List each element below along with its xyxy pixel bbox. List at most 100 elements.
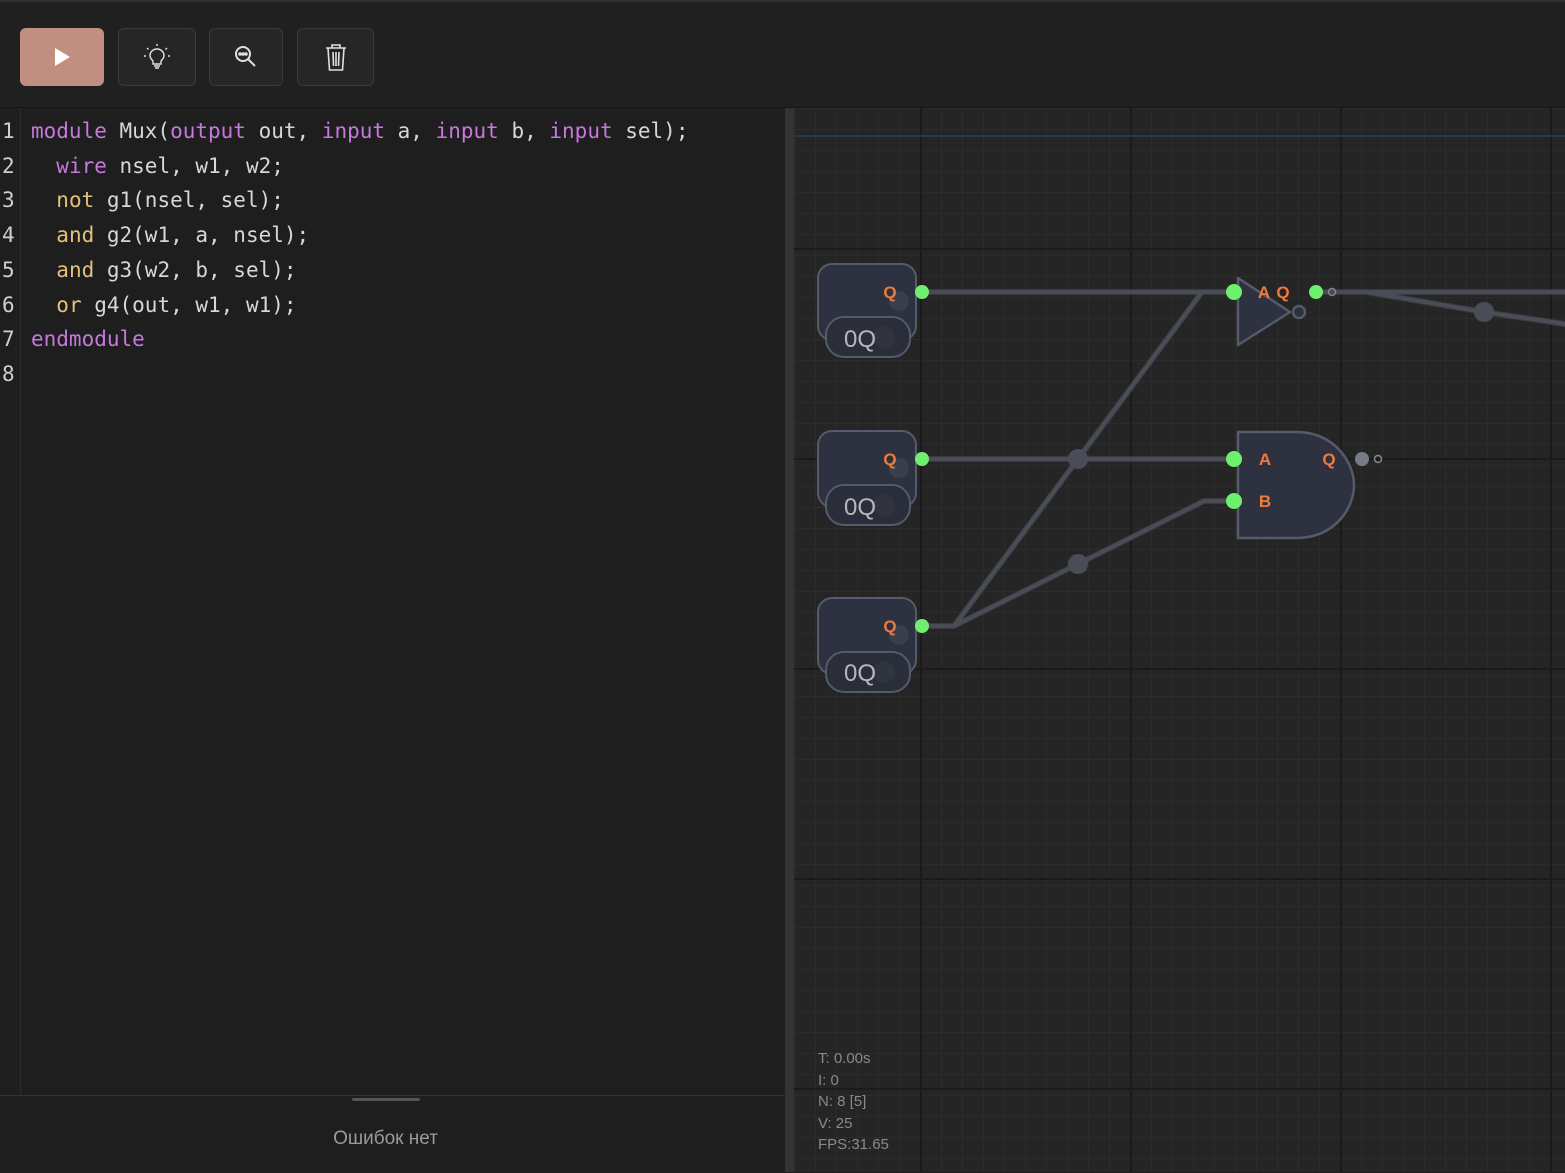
lightbulb-icon — [144, 44, 170, 69]
panel-splitter[interactable] — [785, 108, 794, 1172]
code-token: g1(nsel, sel); — [94, 188, 284, 213]
code-token — [31, 293, 56, 317]
keyword-token: module — [31, 119, 107, 143]
toggle-switch[interactable] — [825, 484, 911, 526]
run-button[interactable] — [20, 28, 104, 86]
input-pin[interactable] — [1226, 451, 1242, 467]
and-input-b-label: B — [1259, 492, 1271, 511]
line-number: 8 — [2, 361, 15, 386]
toggle-switch[interactable] — [825, 316, 911, 358]
pin-label: Q — [883, 450, 896, 469]
output-pin[interactable] — [915, 452, 929, 466]
code-token — [31, 188, 56, 212]
code-token: out, — [245, 119, 322, 143]
toggle-label: 0Q — [844, 494, 876, 521]
gate-token: not — [56, 188, 95, 213]
toolbar — [0, 0, 1565, 108]
wire-not-out-2[interactable] — [1313, 289, 1565, 327]
stat-nodes: N: 8 [5] — [818, 1093, 867, 1110]
code-token: a, — [385, 119, 436, 143]
and-output-label: Q — [1322, 450, 1335, 469]
code-token: g4(out, w1, w1); — [81, 292, 297, 317]
code-editor[interactable]: 1 module Mux(output out, input a, input b… — [0, 108, 785, 1095]
input-pin[interactable] — [1226, 493, 1242, 509]
code-text: endmodule — [31, 322, 145, 356]
output-pin[interactable] — [1309, 285, 1323, 299]
wire-junction — [1474, 302, 1494, 322]
and-gate[interactable]: A B Q — [1226, 430, 1383, 540]
gate-token: and — [56, 257, 95, 282]
keyword-token: input — [321, 119, 386, 143]
toggle-label: 0Q — [844, 326, 876, 353]
input-block-1[interactable]: Q 0Q — [817, 263, 929, 358]
keyword-token: output — [170, 119, 246, 143]
line-number: 5 — [2, 257, 15, 282]
line-number-gutter — [0, 108, 21, 1095]
status-message: Ошибок нет — [333, 1128, 438, 1149]
stat-fps: FPS:31.65 — [818, 1136, 889, 1153]
not-output-label: Q — [1276, 283, 1289, 302]
output-pin[interactable] — [915, 285, 929, 299]
simulation-stats: T: 0.00s I: 0 N: 8 [5] V: 25 FPS:31.65 — [818, 1048, 889, 1156]
code-text: not g1(nsel, sel); — [31, 183, 284, 217]
wire-junctions — [1068, 302, 1494, 574]
stat-time: T: 0.00s — [818, 1050, 871, 1067]
code-token: g3(w2, b, sel); — [94, 257, 297, 282]
line-number: 6 — [2, 292, 15, 317]
toggle-switch[interactable] — [825, 651, 911, 693]
resize-handle[interactable] — [352, 1098, 420, 1101]
line-number: 4 — [2, 223, 15, 248]
output-pin[interactable] — [1355, 452, 1369, 466]
and-gate-body — [1236, 430, 1356, 540]
not-gate-bubble — [1291, 304, 1307, 320]
gate-token: or — [56, 292, 82, 317]
not-input-label: A — [1258, 283, 1270, 302]
wire-junction — [1068, 554, 1088, 574]
circuit-canvas[interactable]: Q 0Q Q 0Q Q 0Q A Q — [794, 108, 1565, 1172]
trash-icon — [325, 44, 346, 71]
code-token: Mux( — [106, 119, 171, 143]
delete-button[interactable] — [297, 28, 374, 86]
line-number: 3 — [2, 188, 15, 213]
and-input-a-label: A — [1259, 450, 1271, 469]
status-bar: Ошибок нет — [0, 1095, 785, 1173]
code-token — [31, 258, 56, 282]
pin-label: Q — [883, 617, 896, 636]
code-token — [31, 223, 56, 247]
not-gate[interactable]: A Q — [1226, 276, 1337, 347]
gate-token: and — [56, 223, 95, 248]
code-text: module Mux(output out, input a, input b,… — [31, 114, 688, 148]
input-block-2[interactable]: Q 0Q — [817, 430, 929, 526]
pin-marker — [1373, 454, 1383, 464]
stat-iterations: I: 0 — [818, 1071, 839, 1089]
code-text: or g4(out, w1, w1); — [31, 288, 297, 322]
code-token: g2(w1, a, nsel); — [94, 223, 310, 248]
hint-button[interactable] — [118, 28, 196, 86]
code-text: wire nsel, w1, w2; — [31, 149, 284, 183]
line-number: 1 — [2, 119, 15, 143]
zoom-button[interactable] — [209, 28, 283, 86]
code-text: and g3(w2, b, sel); — [31, 253, 297, 287]
stat-values: V: 25 — [818, 1114, 853, 1132]
input-pin[interactable] — [1226, 284, 1242, 300]
search-icon — [235, 46, 256, 67]
circuit-diagram[interactable]: Q 0Q Q 0Q Q 0Q A Q — [794, 108, 1565, 1172]
input-block-3[interactable]: Q 0Q — [817, 597, 929, 693]
code-token: sel); — [612, 119, 689, 143]
wire-junction — [1068, 449, 1088, 469]
code-token: b, — [498, 119, 550, 143]
code-token — [31, 154, 56, 178]
pin-label: Q — [883, 283, 896, 302]
wire-sel-to-not[interactable] — [951, 289, 1237, 629]
pin-marker — [1327, 287, 1337, 297]
keyword-token: input — [435, 119, 499, 143]
code-token: nsel, w1, w2; — [106, 153, 284, 178]
play-icon — [55, 48, 70, 66]
line-number: 7 — [2, 327, 15, 352]
line-number: 2 — [2, 153, 15, 178]
keyword-token: endmodule — [31, 327, 145, 352]
output-pin[interactable] — [915, 619, 929, 633]
keyword-token: wire — [56, 153, 107, 178]
code-text: and g2(w1, a, nsel); — [31, 218, 309, 252]
keyword-token: input — [549, 119, 613, 143]
